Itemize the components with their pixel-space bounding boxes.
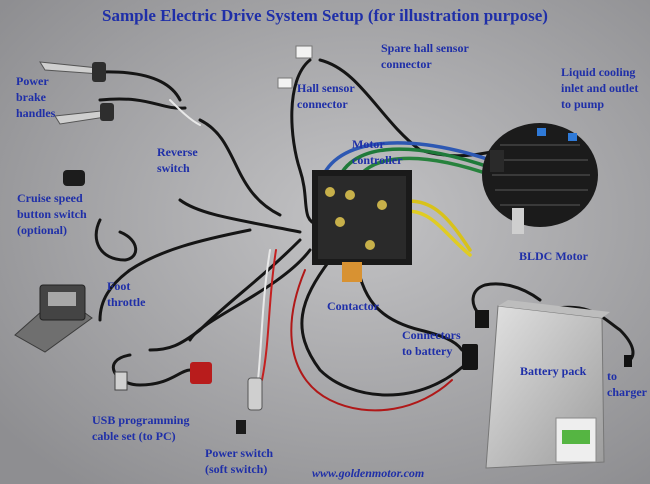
label-charger: to charger <box>607 369 647 399</box>
page-title: Sample Electric Drive System Setup (for … <box>102 6 548 25</box>
label-liquid-cooling: Liquid cooling inlet and outlet to pump <box>561 65 639 111</box>
label-usb-cable: USB programming cable set (to PC) <box>92 413 190 443</box>
website-link[interactable]: www.goldenmotor.com <box>312 466 425 480</box>
label-bldc-motor: BLDC Motor <box>519 249 588 263</box>
label-foot-throttle: Foot throttle <box>107 279 146 309</box>
label-spare-hall-sensor: Spare hall sensor connector <box>381 41 469 71</box>
label-reverse-switch: Reverse switch <box>157 145 198 175</box>
label-battery-pack: Battery pack <box>520 364 587 378</box>
label-cruise-switch: Cruise speed button switch (optional) <box>17 191 87 237</box>
label-hall-sensor: Hall sensor connector <box>297 81 355 111</box>
label-contactor: Contactor <box>327 299 379 313</box>
label-brake-handles: Power brake handles <box>16 74 56 120</box>
label-motor-controller: Motor controller <box>352 137 403 167</box>
label-power-switch: Power switch (soft switch) <box>205 446 274 476</box>
label-battery-connectors: Connectors to battery <box>402 328 461 358</box>
